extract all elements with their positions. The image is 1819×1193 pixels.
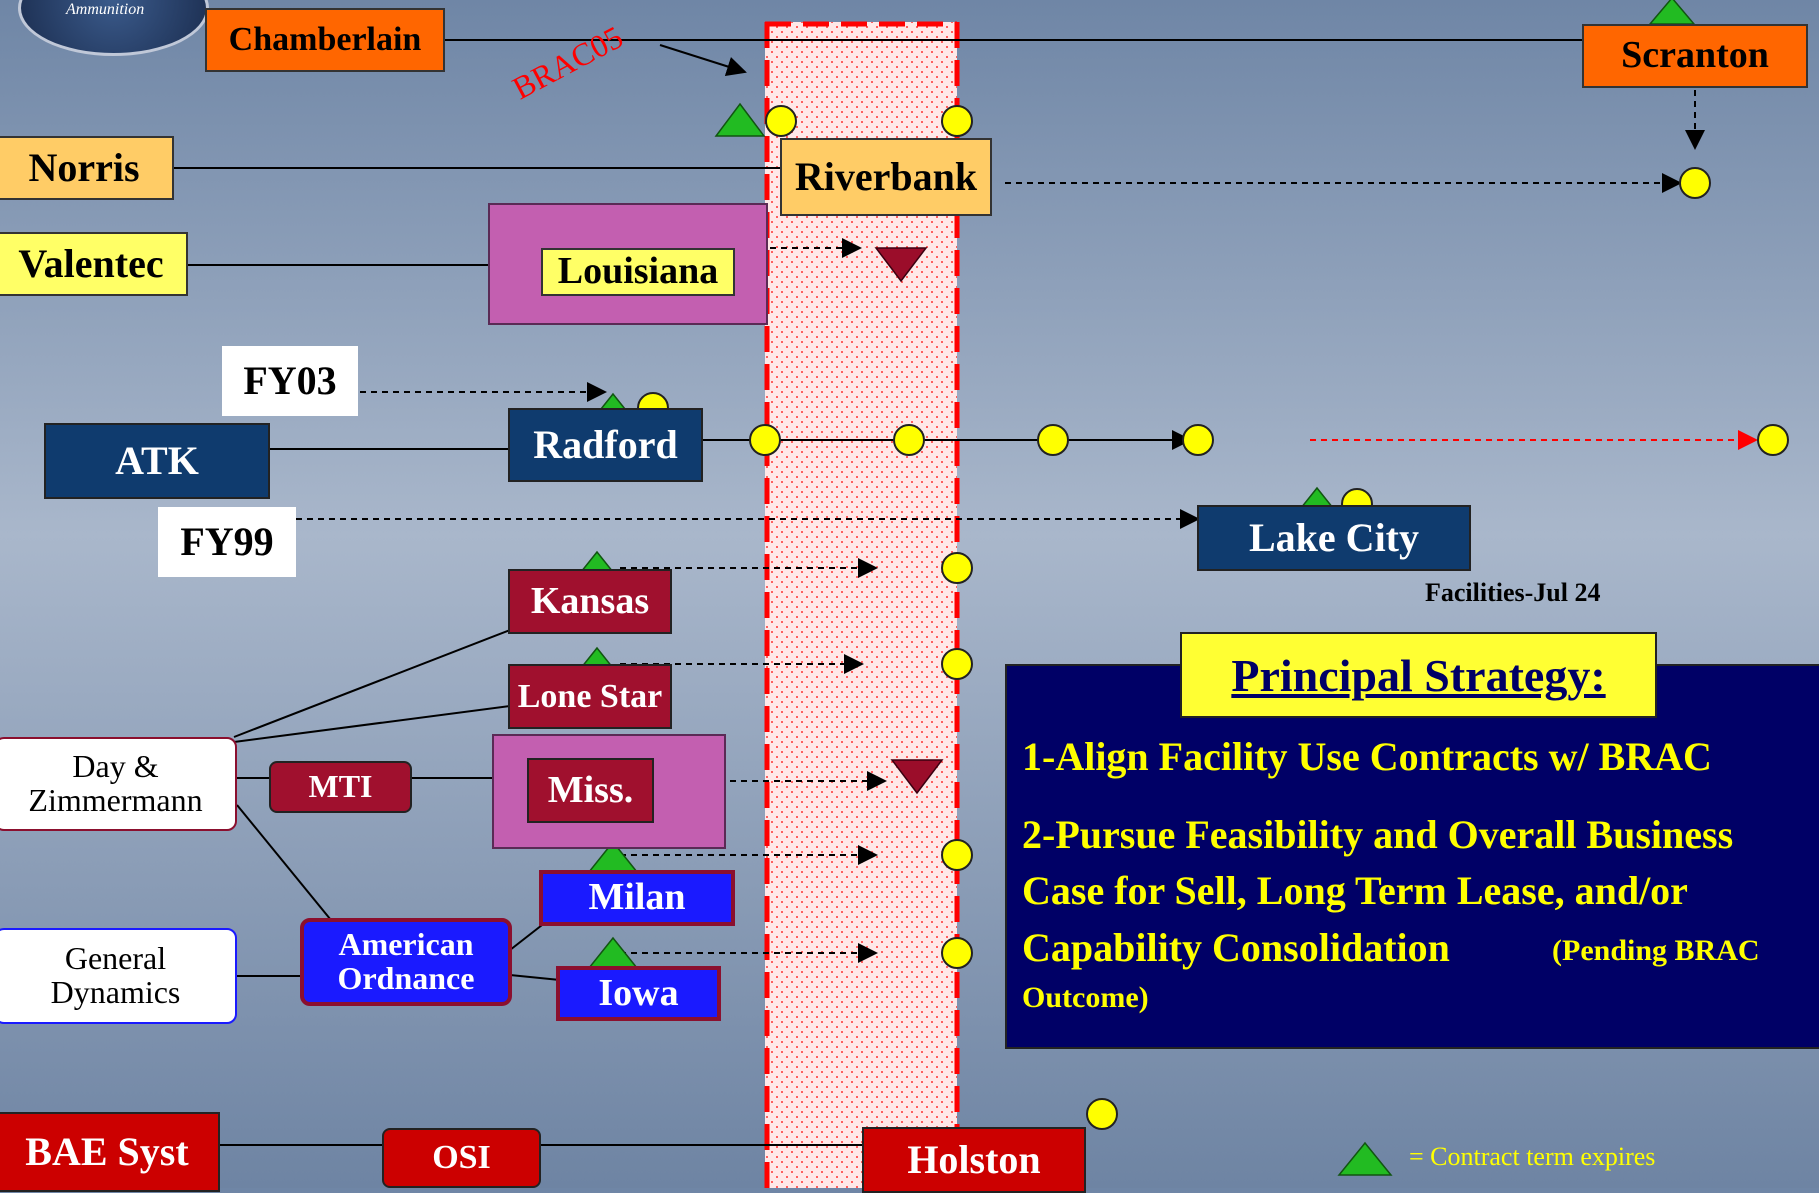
triangle-marker (1648, 0, 1696, 25)
node-osi[interactable]: OSI (382, 1128, 541, 1188)
circle-marker (941, 937, 973, 969)
strategy-point-2-line-4: Outcome) (1022, 981, 1149, 1014)
logo-text: Ammunition (66, 1, 145, 18)
node-scranton[interactable]: Scranton (1582, 24, 1808, 88)
node-norris[interactable]: Norris (0, 136, 174, 200)
circle-marker (1679, 167, 1711, 199)
node-bae[interactable]: BAE Syst (0, 1112, 220, 1192)
down-triangle-marker (890, 759, 944, 795)
node-kansas[interactable]: Kansas (508, 569, 672, 634)
circle-marker (941, 105, 973, 137)
legend-triangle-icon (1337, 1141, 1393, 1176)
circle-marker (941, 648, 973, 680)
strategy-point-2-line-1: 2-Pursue Feasibility and Overall Busines… (1022, 812, 1734, 857)
node-iowa[interactable]: Iowa (556, 966, 721, 1021)
brac05-annotation: BRAC05 (506, 18, 628, 106)
node-milan[interactable]: Milan (539, 870, 735, 926)
circle-marker (1086, 1098, 1118, 1130)
strategy-point-2-note: (Pending BRAC (1552, 934, 1760, 967)
triangle-marker (714, 102, 766, 137)
node-lake-city[interactable]: Lake City (1197, 505, 1471, 571)
node-chamberlain[interactable]: Chamberlain (205, 8, 445, 72)
node-american-ordnance[interactable]: American Ordnance (300, 918, 512, 1006)
strategy-point-2-line-3: Capability Consolidation (1022, 925, 1450, 970)
node-lone-star[interactable]: Lone Star (508, 664, 672, 729)
strategy-title: Principal Strategy: (1180, 632, 1657, 718)
node-holston[interactable]: Holston (862, 1127, 1086, 1193)
triangle-marker (587, 936, 639, 969)
label-fy99: FY99 (158, 507, 296, 577)
down-triangle-marker (874, 247, 928, 283)
node-miss[interactable]: Miss. (527, 758, 654, 823)
circle-marker (1757, 424, 1789, 456)
strategy-point-1: 1-Align Facility Use Contracts w/ BRAC (1022, 734, 1712, 779)
circle-marker (749, 424, 781, 456)
caption-facilities: Facilities-Jul 24 (1425, 578, 1601, 607)
node-riverbank[interactable]: Riverbank (780, 138, 992, 216)
down-triangle-markers (874, 247, 944, 795)
circle-marker (893, 424, 925, 456)
brac-band (765, 22, 957, 1188)
node-valentec[interactable]: Valentec (0, 232, 188, 296)
circle-marker (1037, 424, 1069, 456)
node-radford[interactable]: Radford (508, 408, 703, 482)
circle-marker (941, 839, 973, 871)
circle-marker (765, 105, 797, 137)
legend-label: = Contract term expires (1409, 1142, 1656, 1171)
strategy-point-2-line-2: Case for Sell, Long Term Lease, and/or (1022, 868, 1688, 913)
node-day-zimmermann[interactable]: Day & Zimmermann (0, 737, 237, 831)
node-louisiana[interactable]: Louisiana (541, 248, 735, 296)
node-atk[interactable]: ATK (44, 423, 270, 499)
label-fy03: FY03 (222, 346, 358, 416)
node-general-dynamics[interactable]: General Dynamics (0, 928, 237, 1024)
node-mti[interactable]: MTI (269, 761, 412, 813)
circle-marker (941, 552, 973, 584)
circle-marker (1182, 424, 1214, 456)
